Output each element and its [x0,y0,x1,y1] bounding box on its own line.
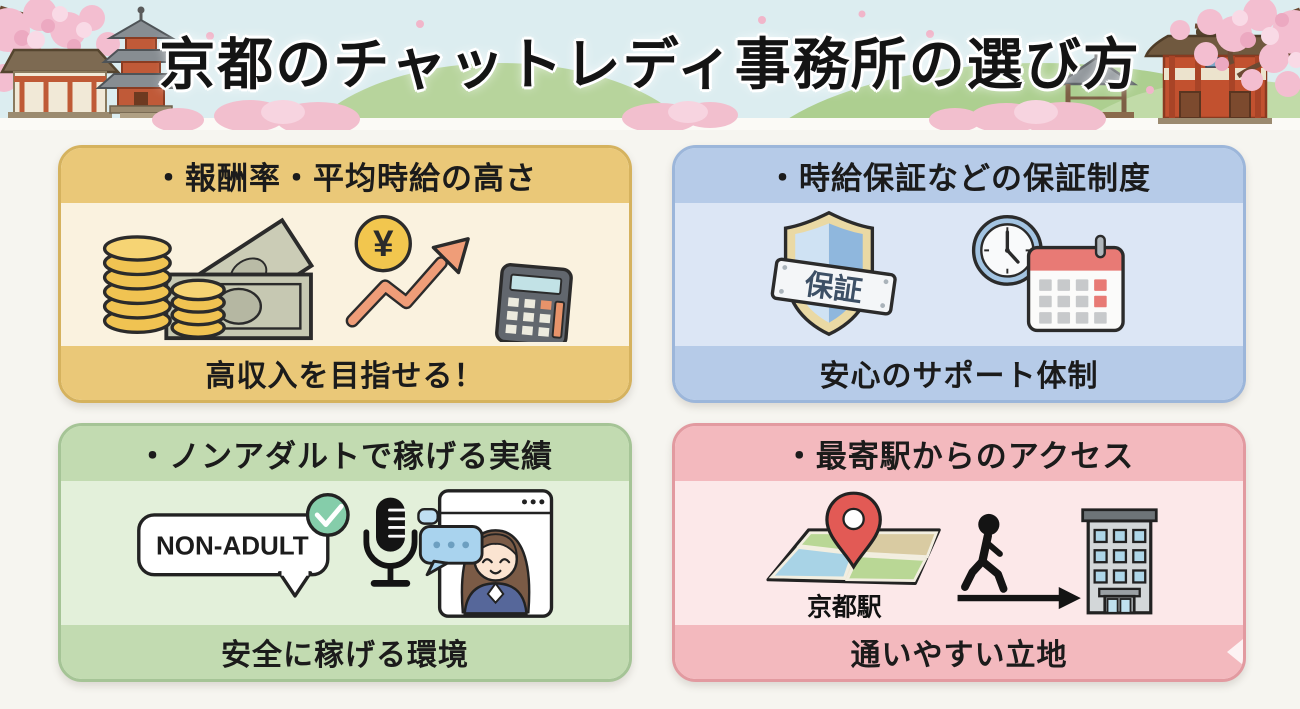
card-access-caption: 通いやすい立地 [675,625,1243,679]
svg-text:¥: ¥ [373,223,394,264]
card-guarantee-caption: 安心のサポート体制 [675,346,1243,400]
money-illustration: ¥ [103,214,574,342]
card-reward-rate-title: ・報酬率・平均時給の高さ [61,148,629,203]
guarantee-illustration: 保証 [770,210,1125,337]
card-access-body: 京都駅 [675,481,1243,625]
svg-text:保証: 保証 [802,268,864,309]
chat-bubble-icon [417,507,484,576]
blossom-bushes [152,100,1106,130]
calculator-icon [495,263,574,342]
falling-petals [206,10,1154,94]
check-icon [305,492,350,537]
card-access: ・最寄駅からのアクセス 京都駅 [672,423,1246,682]
growth-arrow-icon [345,237,471,328]
card-access-caption-text: 通いやすい立地 [850,639,1068,672]
card-non-adult: ・ノンアダルトで稼げる実績 NON-ADULT [58,423,632,682]
coin-stack-icon [103,235,227,339]
yen-coin-icon: ¥ [354,214,413,273]
microphone-icon [363,497,418,587]
page-title: 京都のチャットレディ事務所の選び方 [159,35,1141,97]
card-reward-rate-body: ¥ [61,203,629,346]
card-reward-rate-caption: 高収入を目指せる！ [61,346,629,400]
speech-bubble-icon: NON-ADULT [136,512,330,598]
card-non-adult-title: ・ノンアダルトで稼げる実績 [61,426,629,481]
arrow-right-icon [957,587,1081,610]
header-banner: 京都のチャットレディ事務所の選び方 [0,0,1300,130]
guarantee-shield-icon: 保証 [770,210,897,337]
card-reward-rate: ・報酬率・平均時給の高さ [58,145,632,403]
page-curl [1227,639,1243,665]
clock-icon [971,214,1043,286]
non-adult-illustration: NON-ADULT [136,488,554,618]
pagoda-icon [95,6,187,118]
card-non-adult-caption: 安全に稼げる環境 [61,625,629,679]
map-pin-icon: 京都駅 [766,491,941,622]
video-chat-icon [417,488,554,618]
card-non-adult-body: NON-ADULT [61,481,629,625]
svg-text:NON-ADULT: NON-ADULT [156,530,309,560]
calendar-icon [1026,234,1125,333]
building-icon [1080,508,1158,615]
card-guarantee-title: ・時給保証などの保証制度 [675,148,1243,203]
walking-person-icon [960,513,1008,593]
cherry-blossom-right-icon [1170,0,1300,97]
svg-text:京都駅: 京都駅 [807,593,882,622]
temple-icon [0,48,121,118]
card-access-title: ・最寄駅からのアクセス [675,426,1243,481]
cards-grid: ・報酬率・平均時給の高さ [58,145,1246,682]
card-guarantee: ・時給保証などの保証制度 保証 [672,145,1246,403]
chat-woman-avatar [460,528,531,614]
access-illustration: 京都駅 [766,491,1158,622]
header-illustration [0,0,1300,130]
card-guarantee-body: 保証 [675,203,1243,346]
